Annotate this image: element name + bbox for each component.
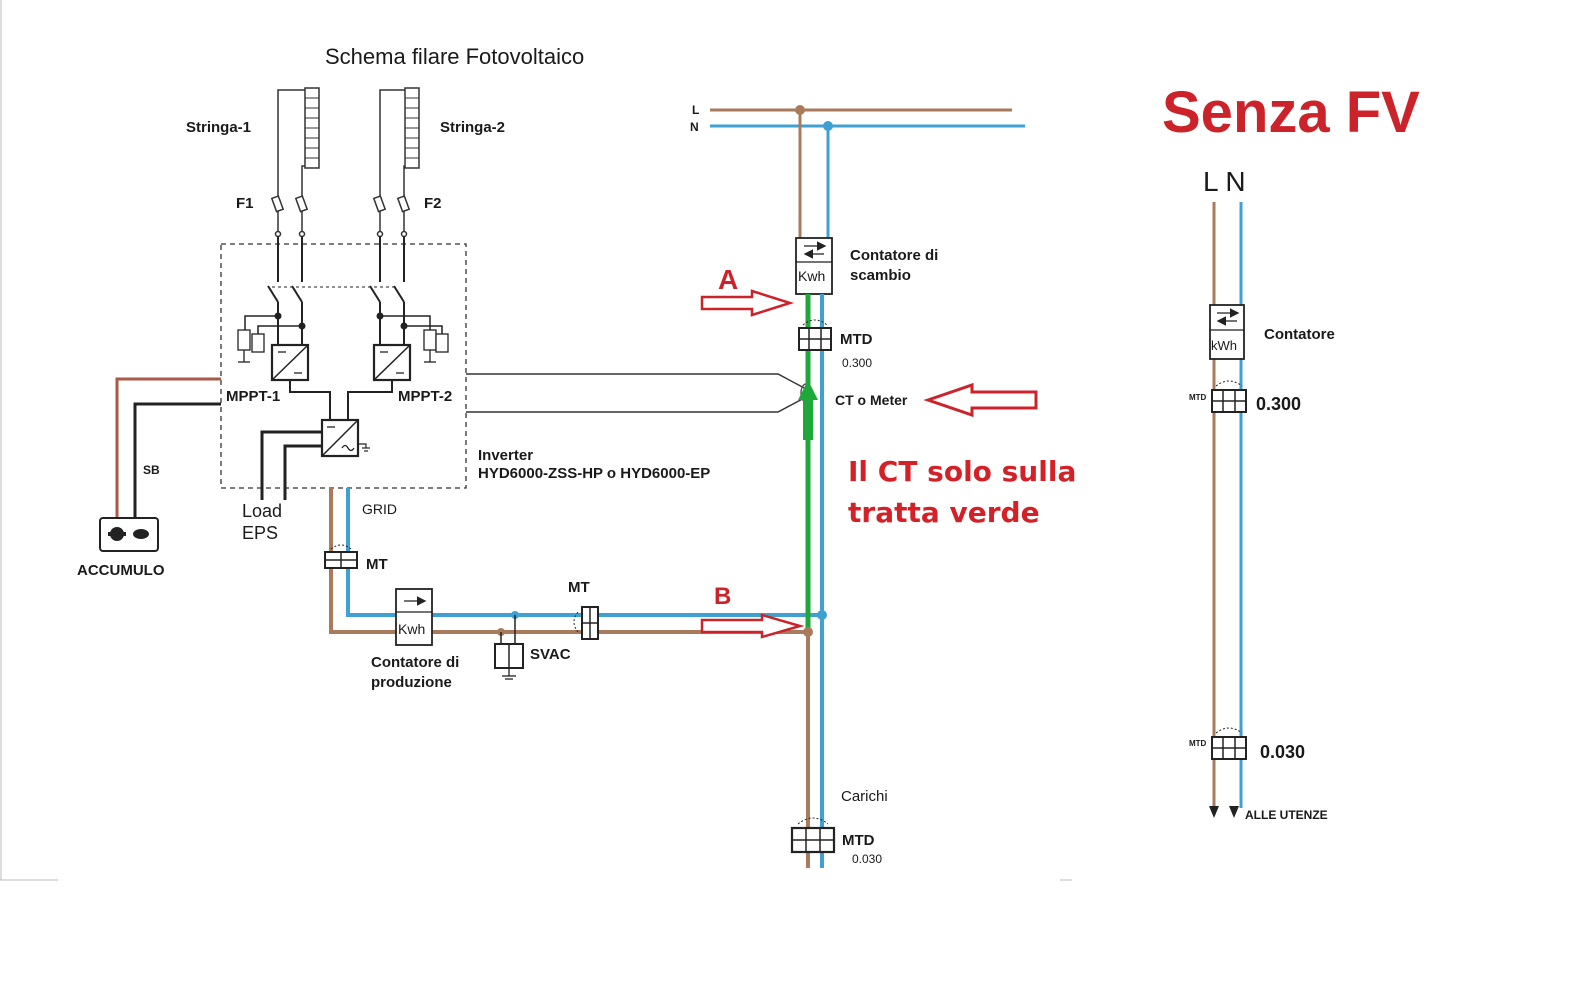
mtd-bottom-value: 0.030 <box>852 852 882 866</box>
arrow-b <box>700 613 805 639</box>
callout-line-2: tratta verde <box>848 496 1040 529</box>
stringa-2-label: Stringa-2 <box>440 119 505 136</box>
mppt-2-label: MPPT-2 <box>398 388 452 405</box>
production-meter <box>395 588 433 646</box>
stringa-1-label: Stringa-1 <box>186 119 251 136</box>
mppt-2-block <box>372 343 412 382</box>
fuse-f1 <box>270 190 309 238</box>
contatore-scambio-1: Contatore di <box>850 247 938 264</box>
pv-string-1 <box>277 87 320 190</box>
load-eps-label-2: EPS <box>242 523 278 543</box>
arrow-b-label: B <box>714 583 731 610</box>
dc-ac-converter <box>320 418 370 458</box>
battery-wiring <box>115 377 322 518</box>
mppt-1-block <box>270 343 310 382</box>
diagram-title: Schema filare Fotovoltaico <box>325 44 584 69</box>
carichi-label: Carichi <box>841 788 888 805</box>
senza-fv-contatore: Contatore <box>1264 326 1335 343</box>
senza-fv-wires <box>1212 202 1243 808</box>
contatore-produzione-1: Contatore di <box>371 654 459 671</box>
senza-fv-kwh: kWh <box>1211 338 1237 353</box>
junction-l-b <box>803 627 813 637</box>
arrow-a <box>700 289 795 317</box>
inverter-internal-wiring <box>237 236 449 420</box>
exchange-meter-kwh: Kwh <box>798 268 825 284</box>
fuse-f2-label: F2 <box>424 195 442 212</box>
mt-breaker-2 <box>573 606 599 640</box>
junction-n <box>823 121 833 131</box>
battery-icon <box>99 517 159 552</box>
mains-n-label: N <box>690 120 699 134</box>
mtd-top-value: 0.300 <box>842 356 872 370</box>
senza-fv-title: Senza FV <box>1162 80 1420 145</box>
fuse-f2 <box>372 190 411 238</box>
senza-fv-ln-label: L N <box>1203 166 1246 197</box>
accumulo-label: ACCUMULO <box>77 562 165 579</box>
ct-pointer-arrow <box>923 382 1038 418</box>
inverter-label-2: HYD6000-ZSS-HP o HYD6000-EP <box>478 465 710 482</box>
ct-cable <box>466 373 812 413</box>
fuse-f1-label: F1 <box>236 195 254 212</box>
senza-fv-mtd-1-label: MTD <box>1189 393 1207 402</box>
mt-2-label: MT <box>568 579 590 596</box>
mains-supply <box>710 108 1025 238</box>
mt-breaker-1 <box>324 544 358 569</box>
senza-fv-meter <box>1209 304 1245 360</box>
load-eps-label-1: Load <box>242 501 282 521</box>
mppt-1-label: MPPT-1 <box>226 388 280 405</box>
exchange-meter <box>795 237 833 295</box>
mtd-breaker-top <box>798 319 832 351</box>
senza-fv-value-2: 0.030 <box>1260 742 1305 762</box>
arrow-a-label: A <box>718 264 738 295</box>
senza-fv-mtd-1 <box>1211 380 1247 413</box>
grid-label: GRID <box>362 501 397 517</box>
production-meter-kwh: Kwh <box>398 621 425 637</box>
senza-fv-mtd-2 <box>1211 727 1247 760</box>
mtd-top-label: MTD <box>840 331 873 348</box>
sb-label: SB <box>143 463 160 477</box>
inverter-label-1: Inverter <box>478 447 533 464</box>
mains-l-label: L <box>692 103 699 117</box>
svac-label: SVAC <box>530 646 571 663</box>
senza-fv-mtd-2-label: MTD <box>1189 739 1207 748</box>
inverter-enclosure <box>220 243 467 489</box>
senza-fv-alle-utenze: ALLE UTENZE <box>1245 808 1328 822</box>
contatore-scambio-2: scambio <box>850 267 911 284</box>
mtd-bottom-label: MTD <box>842 832 875 849</box>
senza-fv-down-arrows <box>1209 806 1239 818</box>
green-up-arrow <box>798 380 818 440</box>
svac-device <box>494 611 524 680</box>
callout-line-1: Il CT solo sulla <box>848 455 1076 488</box>
ct-meter-label: CT o Meter <box>835 392 908 408</box>
junction-n-b <box>817 610 827 620</box>
mtd-breaker-bottom <box>790 817 836 854</box>
contatore-produzione-2: produzione <box>371 674 452 691</box>
pv-string-2 <box>379 87 420 190</box>
mt-1-label: MT <box>366 556 388 573</box>
junction-l <box>795 105 805 115</box>
senza-fv-value-1: 0.300 <box>1256 394 1301 414</box>
